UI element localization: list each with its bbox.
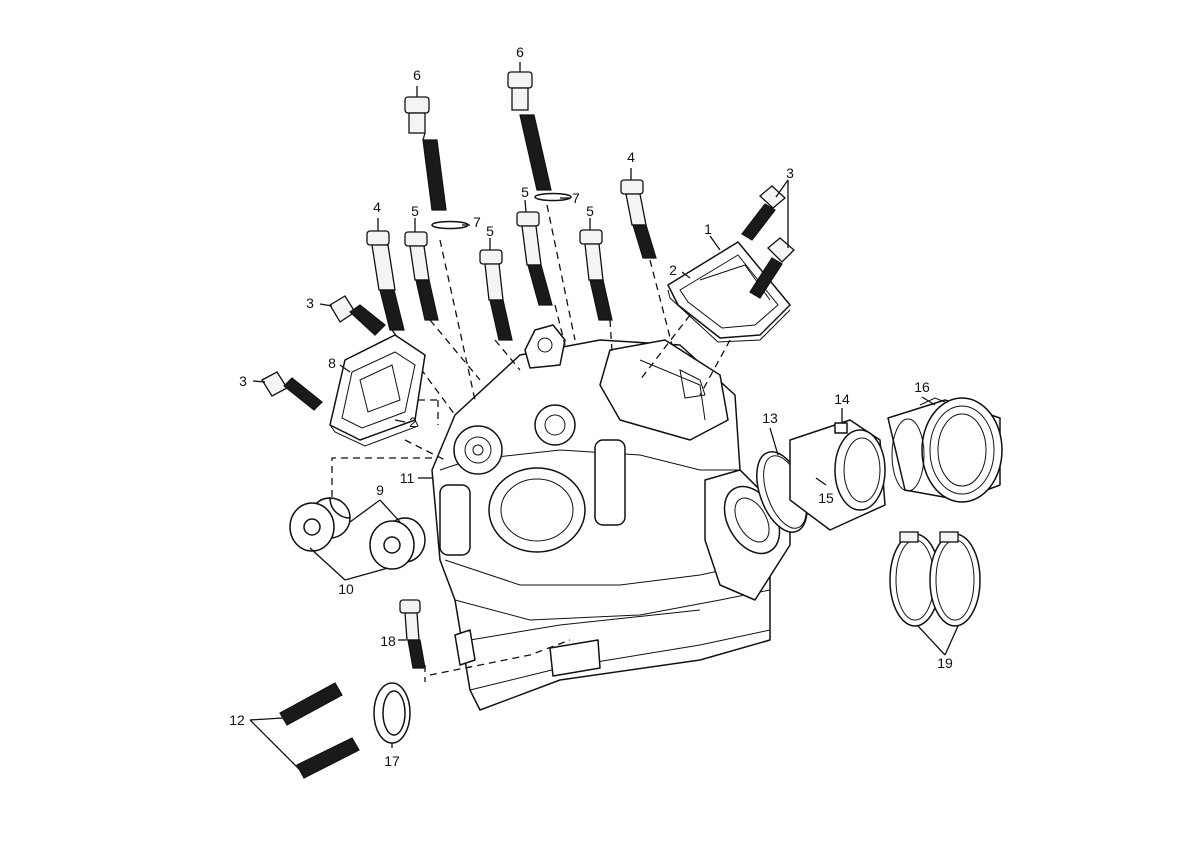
leader-lines	[249, 62, 959, 771]
label-18: 18	[380, 633, 396, 649]
bolt-6-right	[507, 71, 552, 191]
label-11: 11	[400, 470, 415, 486]
label-7-right: 7	[572, 190, 580, 206]
bolt-18	[399, 599, 426, 669]
label-16: 16	[914, 379, 930, 395]
bolt-5-c	[516, 211, 553, 306]
cylinder-head	[431, 324, 791, 711]
washer-7-right	[534, 192, 572, 202]
label-14: 14	[834, 391, 850, 407]
label-7-left: 7	[473, 214, 481, 230]
label-4-right: 4	[627, 149, 635, 165]
label-13: 13	[762, 410, 778, 426]
label-1: 1	[704, 221, 712, 237]
label-3-left-lower: 3	[239, 373, 247, 389]
valve-cover-left	[329, 334, 426, 447]
intake-manifold-14	[789, 419, 886, 531]
label-12: 12	[229, 712, 245, 728]
stud-12-upper	[279, 682, 343, 726]
label-15: 15	[818, 490, 834, 506]
label-8: 8	[328, 355, 336, 371]
rubber-boot-16	[887, 397, 1003, 503]
label-3-right: 3	[786, 165, 794, 181]
label-5-d: 5	[586, 203, 594, 219]
seal-17	[373, 682, 411, 744]
bolt-3-right-lower	[749, 237, 795, 299]
label-6-right: 6	[516, 44, 524, 60]
spacer-9-left	[289, 497, 351, 552]
label-5-b: 5	[486, 223, 494, 239]
bolt-5-b	[479, 249, 513, 341]
bolt-6-left	[404, 96, 447, 211]
bolt-4-left	[366, 230, 405, 331]
spacer-9-right	[369, 517, 426, 570]
valve-cover-right	[667, 241, 791, 343]
label-17: 17	[384, 753, 400, 769]
hose-clamp-19-right	[929, 531, 981, 627]
bolt-5-d	[579, 229, 613, 321]
label-19: 19	[937, 655, 953, 671]
label-5-a: 5	[411, 203, 419, 219]
label-9: 9	[376, 482, 384, 498]
stud-12-lower	[296, 737, 360, 779]
alignment-lines	[331, 204, 731, 682]
label-2-left: 2	[409, 414, 417, 430]
bolt-3-left-upper	[329, 295, 386, 336]
label-10: 10	[338, 581, 354, 597]
bolt-4-right	[620, 179, 657, 259]
label-3-left-upper: 3	[306, 295, 314, 311]
label-6-left: 6	[413, 67, 421, 83]
bolt-5-a	[404, 231, 439, 321]
label-2-right: 2	[669, 262, 677, 278]
bolt-3-left-lower	[261, 371, 323, 411]
label-4-left: 4	[373, 199, 381, 215]
callout-labels: 6 6 7 7 4 4 5 5 5 5 3 3 3 1 2 8 2 11 9 1…	[229, 44, 953, 769]
bolt-3-right-upper	[741, 185, 786, 241]
label-5-c: 5	[521, 184, 529, 200]
